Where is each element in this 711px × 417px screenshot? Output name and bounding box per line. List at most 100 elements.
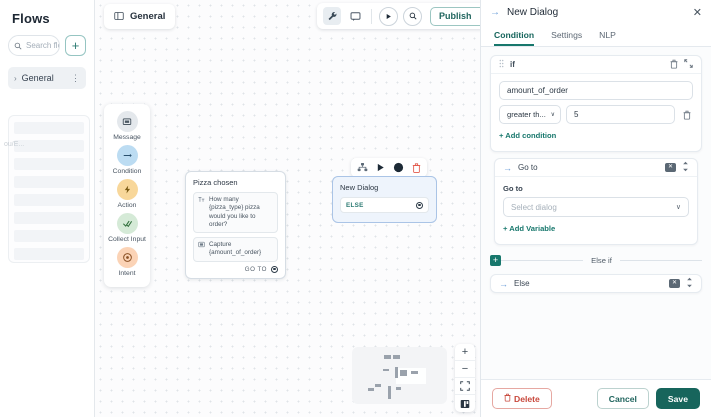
divider-line [501,260,584,261]
condition-row: greater th... ∨ 5 [499,105,693,124]
delete-button-label: Delete [514,393,540,404]
add-condition-link[interactable]: + Add condition [499,131,557,140]
trash-icon[interactable] [670,59,678,71]
branch-icon[interactable] [357,162,368,173]
flow-canvas[interactable]: General Publish ∨ [95,0,480,417]
zoom-in-button[interactable]: + [455,344,475,361]
node-title: New Dialog [340,183,379,192]
sidebar-item-general[interactable]: › General ⋮ [8,67,86,89]
collapse-icon[interactable] [684,59,693,70]
goto-card-body: Go to Select dialog ∨ + Add Variable [495,177,697,244]
tab-settings[interactable]: Settings [551,30,583,40]
select-dialog-dropdown[interactable]: Select dialog ∨ [503,197,689,217]
layout-icon[interactable] [455,395,475,412]
add-variable-link[interactable]: + Add Variable [503,224,556,233]
flow-node-new-dialog[interactable]: New Dialog ELSE [332,176,437,223]
panel-tabs: Condition Settings NLP [481,24,711,47]
palette-item-message[interactable]: Message [105,111,149,142]
node-goto-port[interactable]: GO TO [193,265,278,273]
comment-icon[interactable] [346,7,364,25]
delete-condition-icon[interactable] [680,110,693,120]
message-icon [116,111,138,132]
flows-sidebar: Flows Search flov + › General ⋮ ou/E... [0,0,95,417]
palette-item-condition[interactable]: Condition [105,145,149,176]
zoom-controls: + − [455,344,475,412]
node-else-row[interactable]: ELSE [340,197,429,213]
play-icon[interactable] [376,163,385,172]
capture-icon [198,241,205,258]
else-if-label: Else if [591,256,612,265]
background-card-placeholder [8,115,90,263]
canvas-search-icon[interactable] [403,6,422,26]
condition-card: if amount_of_order greater th... ∨ [490,55,702,152]
goto-card-title: Go to [518,163,538,172]
else-card[interactable]: → Else ✕ [490,274,702,293]
fit-icon[interactable] [455,378,475,395]
tab-condition[interactable]: Condition [494,30,535,46]
canvas-flow-chip-label: General [130,11,166,22]
arrow-right-icon: → [503,162,512,173]
chevron-down-icon: ∨ [675,204,681,211]
canvas-flow-chip[interactable]: General [104,4,176,29]
save-button[interactable]: Save [655,388,700,409]
add-flow-button[interactable]: + [65,35,86,56]
node-title: Pizza chosen [193,178,238,187]
chevron-down-icon: ∨ [550,112,555,118]
trash-icon[interactable] [412,162,421,173]
background-card-label: ou/E... [4,141,25,148]
condition-icon [116,145,138,166]
palette-label: Condition [112,168,142,175]
else-card-title: Else [514,279,530,288]
node-capture-text: Capture {amount_of_order} [209,241,262,257]
clear-icon[interactable]: ✕ [664,163,676,172]
value-input[interactable]: 5 [566,105,675,124]
divider-line [619,260,702,261]
toolbar-divider [371,8,372,24]
condition-keyword: if [510,60,515,69]
reorder-icon[interactable] [682,161,689,174]
close-icon[interactable]: ✕ [692,6,702,19]
arrow-right-icon: → [490,6,500,18]
intent-icon [116,247,138,268]
panel-footer: Delete Cancel Save [481,379,711,417]
panel-icon [114,8,124,26]
wrench-icon[interactable] [323,7,341,25]
tab-nlp[interactable]: NLP [599,30,616,40]
node-else-label: ELSE [346,201,364,209]
cancel-button[interactable]: Cancel [596,388,649,409]
reorder-icon[interactable] [686,277,693,290]
run-flow-button[interactable] [379,6,398,26]
collect-input-icon [116,213,138,234]
trash-icon [504,393,511,404]
search-placeholder: Search flov [26,41,59,50]
port-handle[interactable] [416,201,423,209]
operator-select[interactable]: greater th... ∨ [499,105,561,124]
add-else-if-button[interactable]: + [490,255,501,266]
panel-body: if amount_of_order greater th... ∨ [481,47,711,379]
palette-item-intent[interactable]: Intent [105,247,149,278]
palette-label: Collect Input [108,236,146,243]
variable-input[interactable]: amount_of_order [499,81,693,100]
flow-node-pizza-chosen[interactable]: Pizza chosen How many {pizza_type} pizza… [185,171,286,279]
publish-button-group[interactable]: Publish ∨ [430,6,480,26]
port-handle[interactable] [271,265,278,273]
condition-card-header: if [491,56,701,74]
palette-item-collect-input[interactable]: Collect Input [105,213,149,244]
search-input[interactable]: Search flov [8,35,60,56]
zoom-out-button[interactable]: − [455,361,475,378]
panel-title: New Dialog [507,6,559,18]
delete-button[interactable]: Delete [492,388,552,409]
publish-button[interactable]: Publish [439,11,472,21]
canvas-minimap[interactable] [352,347,447,404]
node-capture-row[interactable]: Capture {amount_of_order} [193,237,278,262]
clear-icon[interactable]: ✕ [668,279,680,288]
more-menu-icon[interactable]: ⋮ [71,72,80,83]
drag-grip-icon[interactable] [499,59,504,70]
palette-label: Action [117,202,137,209]
palette-label: Message [113,134,141,141]
palette-item-action[interactable]: Action [105,179,149,210]
action-icon [116,179,138,200]
sidebar-search-row: Search flov + [8,35,86,56]
node-prompt-row[interactable]: How many {pizza_type} pizza would you li… [193,192,278,234]
circle-icon[interactable] [393,162,404,173]
